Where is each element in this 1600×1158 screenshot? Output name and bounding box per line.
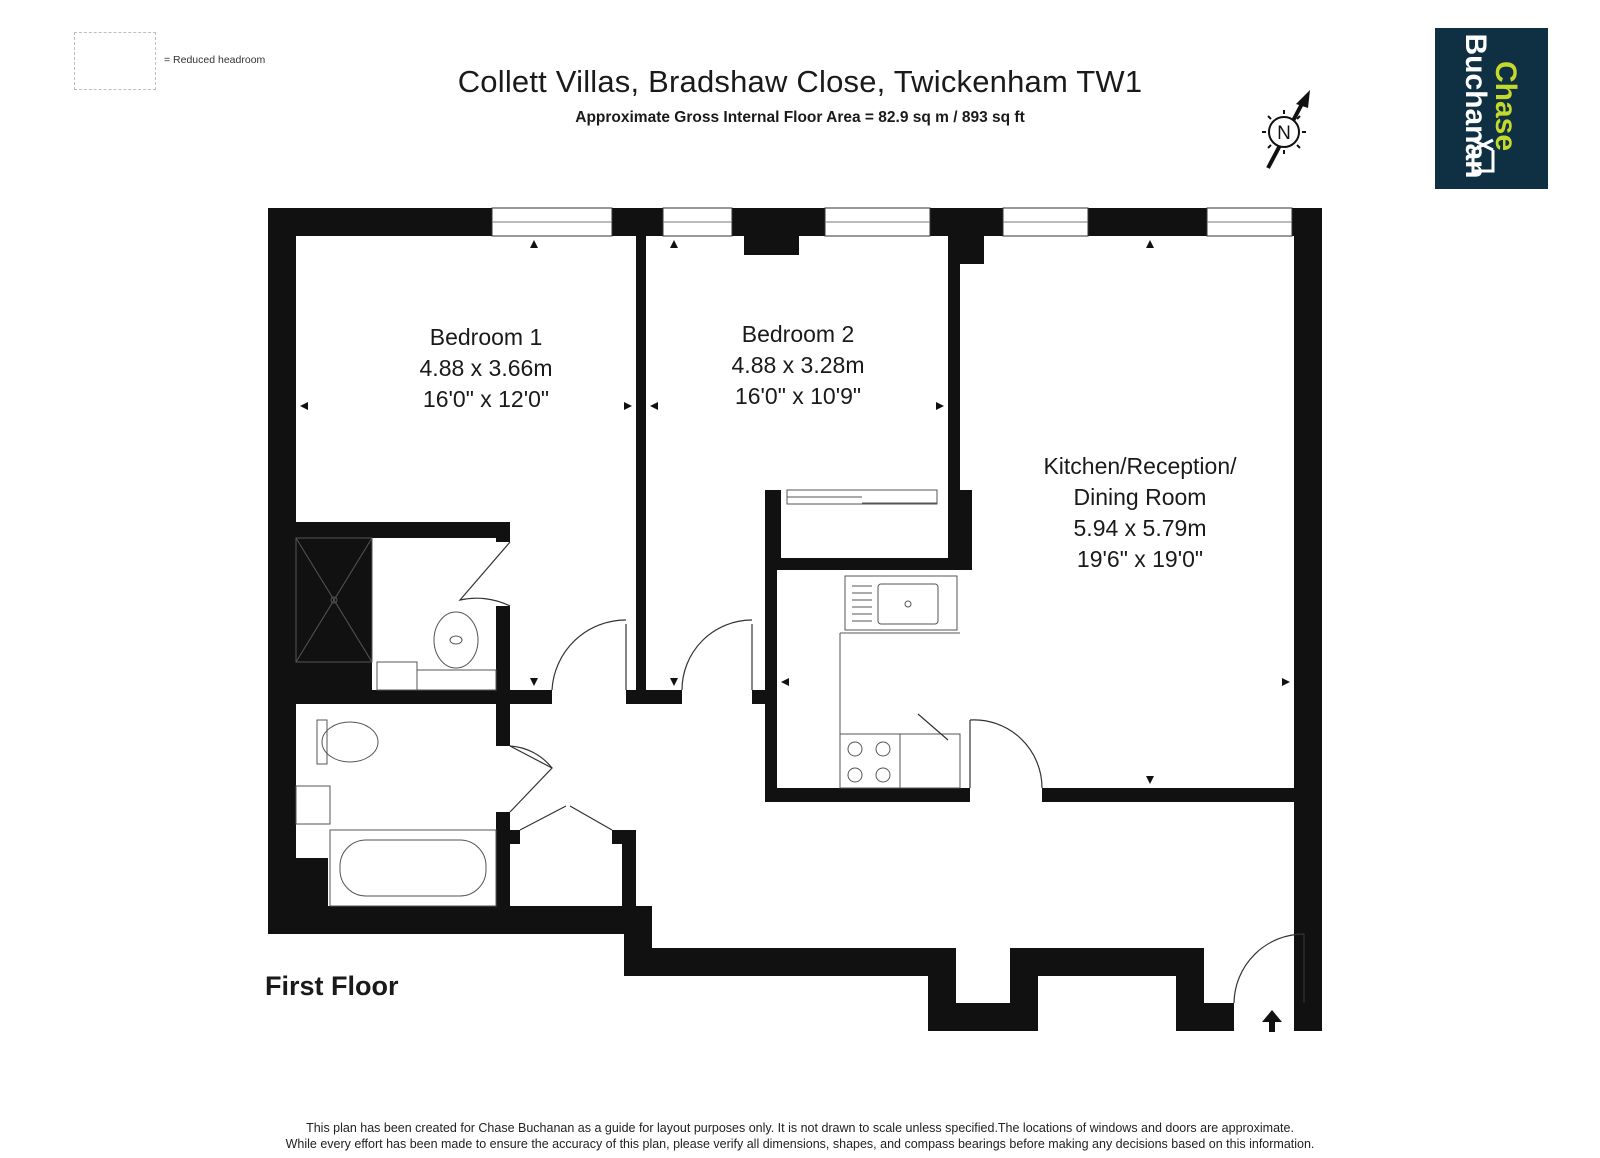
walls (268, 208, 1322, 1031)
legend-text: = Reduced headroom (164, 54, 266, 66)
entrance-arrow-icon (1262, 1010, 1282, 1032)
page-title: Collett Villas, Bradshaw Close, Twickenh… (457, 64, 1143, 99)
reduced-headroom-swatch (74, 32, 156, 90)
room-kitchen-reception: Kitchen/Reception/ Dining Room 5.94 x 5.… (1010, 451, 1270, 575)
doors (458, 541, 1305, 1004)
room-name: Bedroom 1 (429, 324, 543, 350)
house-outline-icon (1471, 138, 1495, 173)
room-bedroom-1: Bedroom 1 4.88 x 3.66m 16'0" x 12'0" (370, 322, 602, 415)
disclaimer-line-1: This plan has been created for Chase Buc… (306, 1121, 1294, 1135)
room-imperial: 16'0" x 10'9" (734, 383, 862, 409)
north-compass-icon: N (1262, 90, 1310, 169)
logo-line2: Buchanan (1459, 33, 1492, 178)
chase-buchanan-logo: Chase Buchanan (1435, 28, 1548, 189)
room-imperial: 16'0" x 12'0" (422, 386, 550, 412)
room-imperial: 19'6" x 19'0" (1076, 546, 1204, 572)
disclaimer-line-2: While every effort has been made to ensu… (285, 1137, 1315, 1151)
room-name-line1: Kitchen/Reception/ (1043, 453, 1237, 479)
room-metric: 5.94 x 5.79m (1073, 515, 1207, 541)
dimension-markers (300, 240, 1290, 784)
room-metric: 4.88 x 3.28m (731, 352, 865, 378)
logo-line1: Chase (1489, 61, 1522, 151)
room-name: Bedroom 2 (741, 321, 855, 347)
floor-label: First Floor (265, 971, 399, 1001)
room-metric: 4.88 x 3.66m (419, 355, 553, 381)
floor-area-subtitle: Approximate Gross Internal Floor Area = … (575, 109, 1025, 126)
room-bedroom-2: Bedroom 2 4.88 x 3.28m 16'0" x 10'9" (682, 319, 914, 412)
compass-letter: N (1277, 123, 1291, 144)
fixtures (295, 489, 961, 907)
room-name-line2: Dining Room (1073, 484, 1207, 510)
disclaimer: This plan has been created for Chase Buc… (0, 1120, 1600, 1152)
